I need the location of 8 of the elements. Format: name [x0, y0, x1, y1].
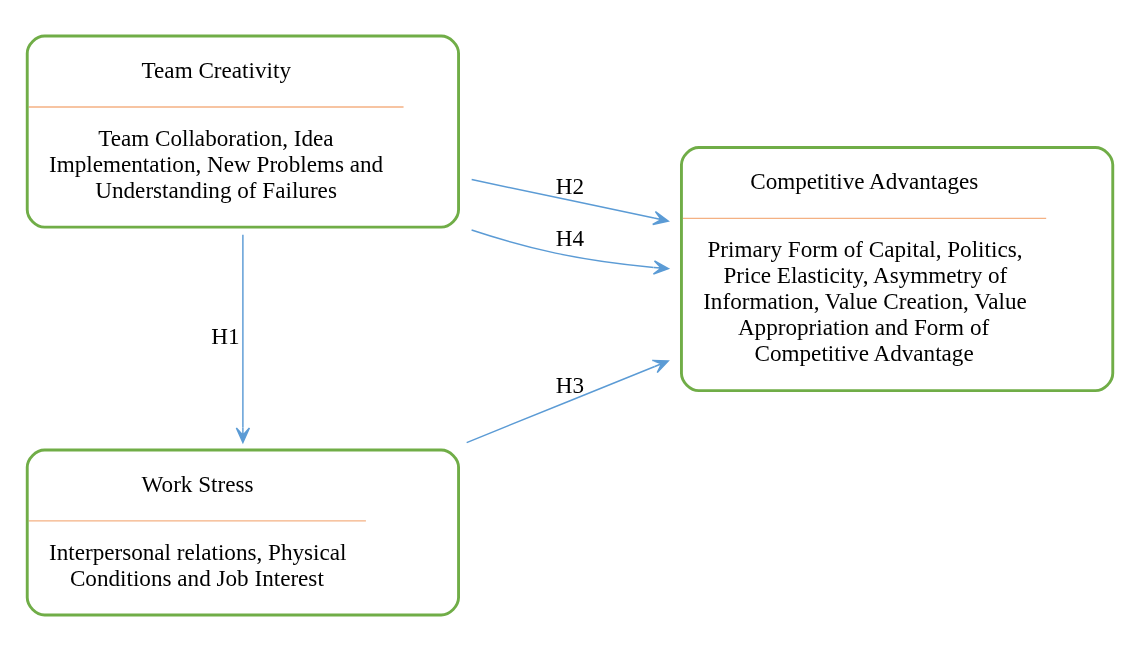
- arrow: [465, 359, 669, 443]
- edge-label: H2: [555, 172, 585, 198]
- edge-label: H4: [555, 224, 585, 251]
- edge-label: H1: [211, 322, 240, 349]
- edge-label: H3: [555, 371, 585, 398]
- arrow: [470, 178, 669, 225]
- arrow: [470, 228, 670, 275]
- arrow: [235, 233, 251, 443]
